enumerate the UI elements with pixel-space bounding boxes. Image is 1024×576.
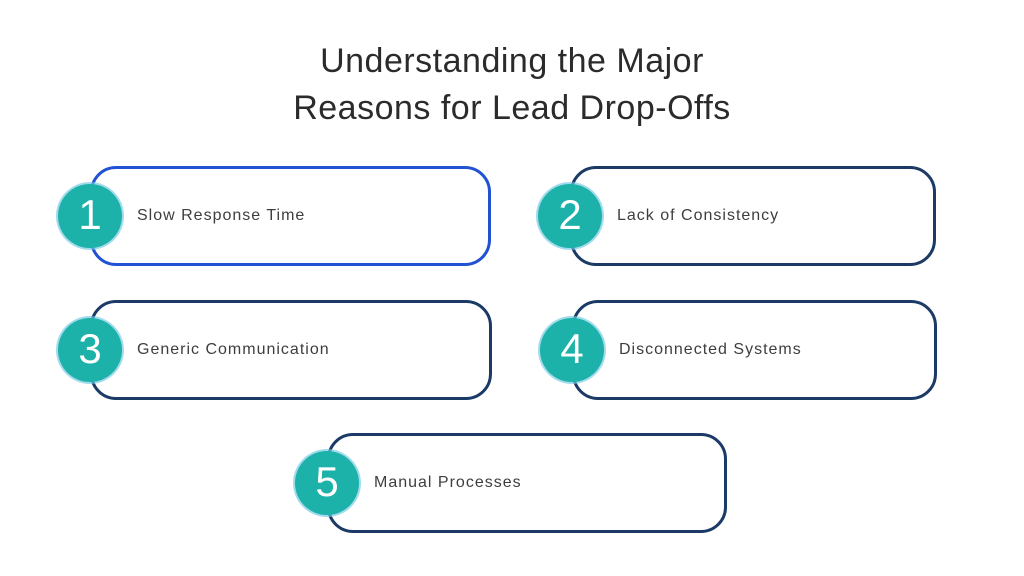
reason-card-5: 5 Manual Processes	[295, 433, 727, 533]
reason-label: Slow Response Time	[137, 207, 306, 224]
reason-card-4: 4 Disconnected Systems	[540, 300, 937, 400]
reason-label: Lack of Consistency	[617, 207, 780, 224]
badge-number: 3	[78, 325, 102, 372]
reason-card-2: 2 Lack of Consistency	[538, 166, 936, 266]
reason-label: Disconnected Systems	[619, 341, 802, 358]
reason-card-1: 1 Slow Response Time	[58, 166, 491, 266]
badge-number: 4	[560, 325, 584, 372]
number-badge: 4	[540, 318, 604, 382]
reason-card-3: 3 Generic Communication	[58, 300, 492, 400]
badge-number: 5	[315, 458, 339, 505]
page-title-line2: Reasons for Lead Drop-Offs	[293, 89, 731, 127]
number-badge: 3	[58, 318, 122, 382]
number-badge: 2	[538, 184, 602, 248]
reason-label: Generic Communication	[137, 341, 330, 358]
badge-number: 2	[558, 191, 582, 238]
number-badge: 1	[58, 184, 122, 248]
reason-label: Manual Processes	[374, 474, 522, 491]
page-title-line1: Understanding the Major	[320, 42, 704, 80]
page-title: Understanding the Major Reasons for Lead…	[0, 38, 1024, 132]
badge-number: 1	[78, 191, 102, 238]
number-badge: 5	[295, 451, 359, 515]
